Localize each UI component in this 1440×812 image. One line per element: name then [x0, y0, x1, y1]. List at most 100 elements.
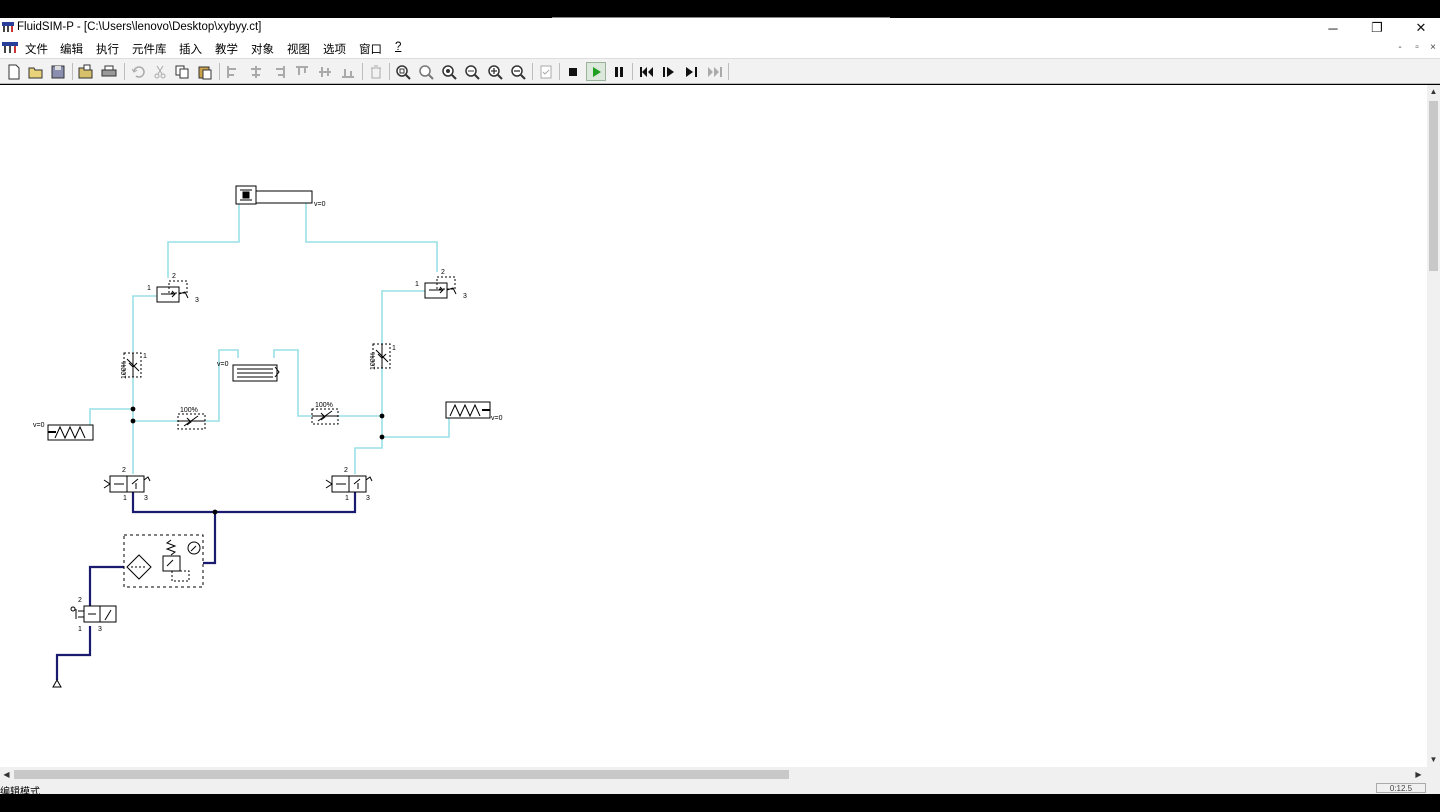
align-top-icon[interactable]	[292, 62, 312, 81]
start-valve[interactable]: 2 1 3	[70, 597, 117, 633]
circuit-canvas[interactable]: v=0 1 2 3 1 2 3 100% 1	[0, 85, 1427, 767]
paste-icon[interactable]	[195, 62, 215, 81]
undo-icon[interactable]	[128, 62, 148, 81]
auxiliary-cylinder[interactable]: v=0	[217, 361, 280, 382]
mdi-minimize-button[interactable]: -	[1398, 42, 1402, 53]
line	[381, 416, 450, 438]
scroll-down-icon[interactable]: ▼	[1429, 755, 1438, 764]
air-supply-source[interactable]	[52, 678, 62, 688]
maximize-button[interactable]: ❐	[1371, 20, 1383, 35]
port-label: 3	[195, 297, 199, 304]
copy-icon[interactable]	[172, 62, 192, 81]
horizontal-scroll-thumb[interactable]	[14, 770, 789, 779]
scroll-up-icon[interactable]: ▲	[1429, 87, 1438, 96]
port-label: 2	[441, 269, 445, 276]
step-next-icon[interactable]	[682, 62, 702, 81]
limit-valve-left[interactable]: 1 2 3	[147, 273, 199, 304]
fast-forward-icon[interactable]	[705, 62, 725, 81]
pneumatic-circuit-diagram[interactable]: v=0 1 2 3 1 2 3 100% 1	[0, 85, 1427, 767]
align-bottom-icon[interactable]	[338, 62, 358, 81]
menu-help[interactable]: ?	[395, 41, 402, 53]
junctions	[130, 406, 385, 515]
scroll-right-icon[interactable]: ▶	[1415, 770, 1422, 779]
junction-dot	[379, 434, 385, 440]
new-icon[interactable]	[4, 62, 24, 81]
cut-icon[interactable]	[150, 62, 170, 81]
stop-icon[interactable]	[563, 62, 583, 81]
vertical-scrollbar[interactable]: ▲ ▼	[1427, 85, 1440, 767]
single-acting-cylinder-right[interactable]: v=0	[445, 401, 503, 422]
throttle-valve-left-vertical[interactable]: 100% 1	[121, 352, 147, 379]
rewind-icon[interactable]	[636, 62, 656, 81]
print-icon[interactable]	[99, 62, 119, 81]
vertical-scroll-thumb[interactable]	[1429, 101, 1438, 271]
throttle-valve-right-horizontal[interactable]: 100%	[311, 402, 339, 425]
menu-view[interactable]: 视图	[287, 44, 310, 56]
double-acting-cylinder[interactable]: v=0	[235, 185, 326, 208]
menu-library[interactable]: 元件库	[132, 44, 167, 56]
pause-icon[interactable]	[609, 62, 629, 81]
zoom-in-icon[interactable]	[485, 62, 505, 81]
step-icon[interactable]	[659, 62, 679, 81]
mdi-restore-button[interactable]: ▫	[1415, 42, 1419, 53]
menu-execute[interactable]: 执行	[96, 44, 119, 56]
menu-edit[interactable]: 编辑	[60, 44, 83, 56]
check-icon[interactable]	[536, 62, 556, 81]
minimize-button[interactable]: ─	[1328, 20, 1338, 36]
cylinder-velocity-label: v=0	[314, 201, 326, 208]
delete-icon[interactable]	[366, 62, 386, 81]
horizontal-scrollbar[interactable]: ◀ ▶	[0, 767, 1427, 782]
line	[88, 565, 124, 606]
menu-options[interactable]: 选项	[323, 44, 346, 56]
single-acting-cylinder-left[interactable]: v=0	[33, 422, 94, 441]
directional-valve-left[interactable]: 2 1 3	[103, 467, 151, 502]
toolbar-separator	[362, 63, 363, 80]
align-center-icon[interactable]	[246, 62, 266, 81]
port-label: 1	[147, 285, 151, 292]
scroll-left-icon[interactable]: ◀	[3, 770, 10, 779]
zoom-window-icon[interactable]	[416, 62, 436, 81]
menu-didactics[interactable]: 教学	[215, 44, 238, 56]
port-label: 3	[144, 495, 148, 502]
mdi-close-button[interactable]: ×	[1430, 42, 1436, 53]
close-button[interactable]: ✕	[1415, 20, 1427, 35]
align-right-icon[interactable]	[269, 62, 289, 81]
toolbar	[0, 58, 1440, 84]
screen-top-border	[0, 0, 1440, 18]
port-label: 2	[78, 597, 82, 604]
zoom-fit-icon[interactable]	[393, 62, 413, 81]
junction-dot	[130, 406, 136, 412]
directional-valve-right[interactable]: 2 1 3	[325, 467, 373, 502]
throttle-valve-left-horizontal[interactable]: 100%	[177, 407, 206, 430]
port-label: 1	[415, 281, 419, 288]
zoom-selection-icon[interactable]	[462, 62, 482, 81]
line	[132, 295, 157, 352]
menu-window[interactable]: 窗口	[359, 44, 382, 56]
menu-bar: 文件 编辑 执行 元件库 插入 教学 对象 视图 选项 窗口 ? - ▫ ×	[0, 38, 1440, 58]
open-example-icon[interactable]	[76, 62, 96, 81]
zoom-all-icon[interactable]	[439, 62, 459, 81]
line	[381, 290, 425, 344]
throttle-valve-right-vertical[interactable]: 100% 1	[370, 343, 396, 370]
save-icon[interactable]	[48, 62, 68, 81]
service-unit[interactable]	[123, 534, 204, 588]
toolbar-separator	[559, 63, 560, 80]
junction-dot	[130, 418, 136, 424]
port-label: 3	[98, 626, 102, 633]
menu-file[interactable]: 文件	[25, 44, 48, 56]
play-icon[interactable]	[586, 62, 606, 81]
limit-valve-right[interactable]: 1 2 3	[415, 269, 467, 300]
menu-insert[interactable]: 插入	[179, 44, 202, 56]
open-icon[interactable]	[26, 62, 46, 81]
menu-object[interactable]: 对象	[251, 44, 274, 56]
junction-dot	[212, 509, 218, 515]
screen-bottom-border	[0, 794, 1440, 812]
toolbar-separator	[532, 63, 533, 80]
line	[354, 437, 383, 474]
align-left-icon[interactable]	[223, 62, 243, 81]
zoom-out-icon[interactable]	[508, 62, 528, 81]
document-icon[interactable]	[2, 41, 18, 54]
cylinder-velocity-label: v=0	[491, 415, 503, 422]
line	[131, 492, 357, 514]
align-middle-icon[interactable]	[315, 62, 335, 81]
